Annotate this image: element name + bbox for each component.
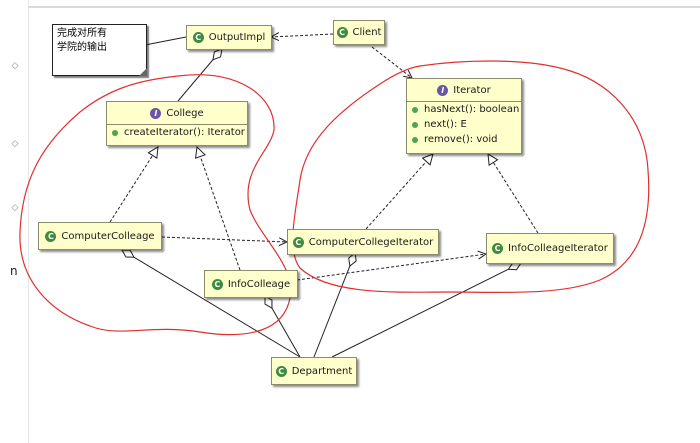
method-signature: createIterator(): Iterator bbox=[124, 127, 245, 138]
infocolleageiterator-department-aggregation bbox=[331, 262, 522, 358]
fold-marker-icon[interactable]: ◇ bbox=[11, 203, 19, 213]
interface-college[interactable]: I College createIterator(): Iterator bbox=[106, 101, 248, 146]
interface-name: Iterator bbox=[453, 84, 491, 96]
note-line-1: 完成对所有 bbox=[57, 28, 107, 39]
method-row[interactable]: createIterator(): Iterator bbox=[107, 125, 247, 140]
class-computercollegeiterator[interactable]: C ComputerCollegeIterator bbox=[287, 229, 439, 255]
class-icon: C bbox=[275, 365, 287, 377]
class-infocolleageiterator[interactable]: C InfoColleageIterator bbox=[486, 233, 614, 264]
public-method-icon bbox=[112, 129, 118, 136]
infocolleage-realizes-college bbox=[194, 145, 241, 271]
class-name: Client bbox=[352, 27, 382, 38]
method-signature: next(): E bbox=[424, 119, 467, 130]
client-to-outputimpl-dependency bbox=[271, 34, 334, 37]
computercolleage-to-computercollegeiterator bbox=[161, 236, 287, 242]
class-name: ComputerCollegeIterator bbox=[308, 236, 434, 248]
fold-marker-icon[interactable]: ◇ bbox=[11, 61, 19, 71]
infocolleageiterator-realizes-iterator bbox=[487, 153, 539, 234]
class-outputimpl[interactable]: C OutputImpl bbox=[186, 25, 272, 50]
editor-top-border bbox=[28, 6, 700, 8]
class-client[interactable]: C Client bbox=[333, 20, 385, 45]
computercollegeiterator-realizes-iterator bbox=[365, 153, 434, 230]
interface-name: College bbox=[166, 107, 204, 119]
interface-icon: I bbox=[150, 107, 162, 119]
public-method-icon bbox=[412, 121, 418, 128]
public-method-icon bbox=[412, 136, 418, 143]
class-icon: C bbox=[45, 230, 57, 242]
class-computercolleage[interactable]: C ComputerColleage bbox=[38, 222, 162, 250]
note-connector bbox=[144, 36, 187, 46]
note-line-2: 学院的输出 bbox=[57, 42, 107, 53]
public-method-icon bbox=[412, 106, 418, 113]
computercolleage-department-aggregation bbox=[121, 249, 301, 358]
infocolleage-department-aggregation bbox=[264, 295, 301, 358]
red-annotation-right bbox=[292, 60, 650, 294]
gutter-letter: n bbox=[10, 264, 18, 278]
client-to-iterator-dependency bbox=[371, 46, 412, 78]
computercolleage-realizes-college bbox=[109, 146, 159, 223]
class-department[interactable]: C Department bbox=[271, 357, 357, 385]
class-icon: C bbox=[492, 243, 504, 254]
method-signature: hasNext(): boolean bbox=[424, 104, 520, 115]
class-infocolleage[interactable]: C InfoColleage bbox=[204, 270, 298, 298]
class-icon: C bbox=[211, 278, 223, 290]
computercollegeiterator-department-aggregation bbox=[313, 252, 357, 358]
interface-iterator[interactable]: I Iterator hasNext(): boolean next(): E r… bbox=[406, 78, 522, 154]
method-row[interactable]: hasNext(): boolean bbox=[407, 102, 521, 117]
class-icon: C bbox=[192, 32, 204, 43]
class-name: InfoColleage bbox=[227, 278, 291, 290]
method-row[interactable]: remove(): void bbox=[407, 132, 521, 147]
class-name: InfoColleageIterator bbox=[508, 243, 608, 254]
note-fold-corner bbox=[139, 68, 147, 76]
comment-note[interactable]: 完成对所有 学院的输出 bbox=[52, 24, 147, 76]
class-name: OutputImpl bbox=[208, 32, 266, 43]
fold-marker-icon[interactable]: ◇ bbox=[11, 139, 19, 149]
class-icon: C bbox=[336, 27, 348, 38]
class-name: Department bbox=[291, 365, 353, 377]
class-name: ComputerColleage bbox=[61, 230, 155, 242]
method-row[interactable]: next(): E bbox=[407, 117, 521, 132]
editor-gutter: ◇ ◇ ◇ n bbox=[0, 0, 29, 443]
class-icon: C bbox=[292, 236, 304, 248]
red-annotation-left bbox=[19, 74, 292, 336]
interface-icon: I bbox=[437, 84, 449, 96]
method-signature: remove(): void bbox=[424, 134, 498, 145]
infocolleage-to-infocolleageiterator bbox=[296, 254, 486, 281]
